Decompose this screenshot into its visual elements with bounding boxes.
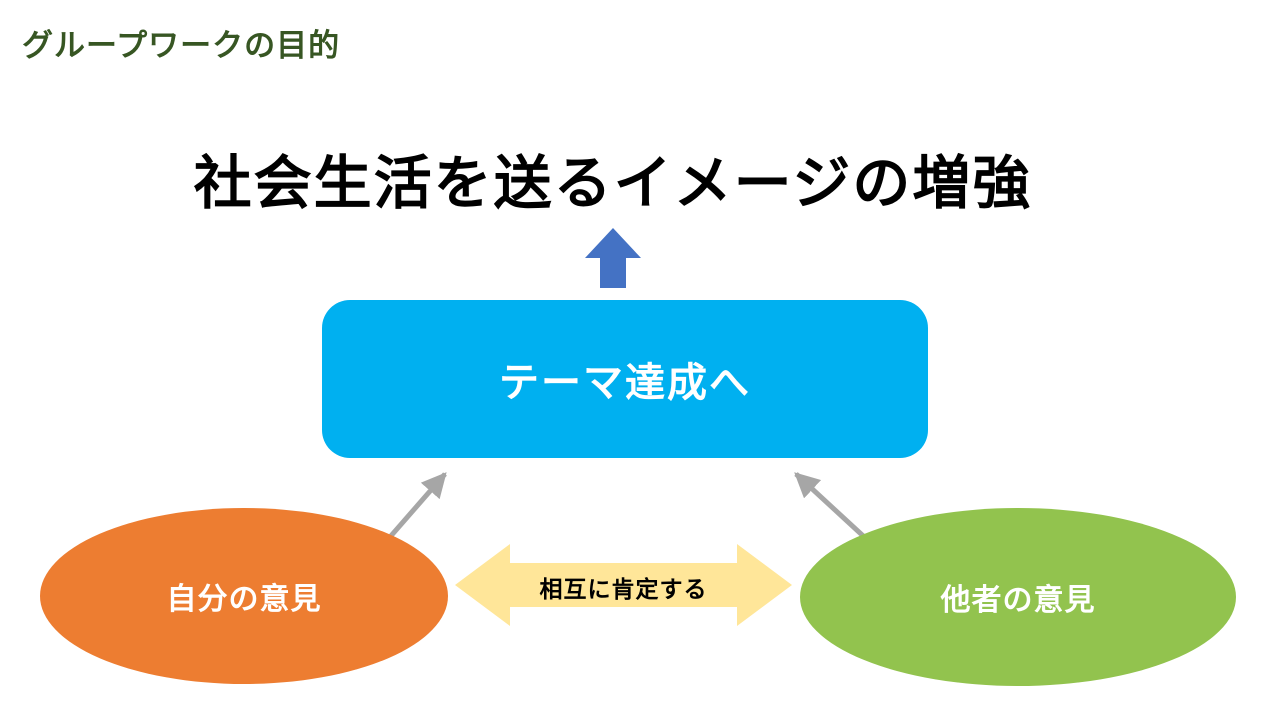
- others-opinion-label: 他者の意見: [940, 584, 1096, 617]
- main-title: 社会生活を送るイメージの増強: [193, 151, 1033, 216]
- slide-heading: グループワークの目的: [22, 28, 341, 63]
- theme-box: テーマ達成へ: [322, 300, 928, 458]
- theme-box-label: テーマ達成へ: [499, 361, 751, 405]
- self-opinion-ellipse: 自分の意見: [40, 508, 448, 684]
- mutual-arrow-label: 相互に肯定する: [539, 576, 708, 602]
- connector-arrow-left: [381, 472, 447, 547]
- others-opinion-ellipse: 他者の意見: [800, 508, 1236, 686]
- up-arrow-icon: [585, 228, 641, 288]
- self-opinion-label: 自分の意見: [166, 583, 322, 616]
